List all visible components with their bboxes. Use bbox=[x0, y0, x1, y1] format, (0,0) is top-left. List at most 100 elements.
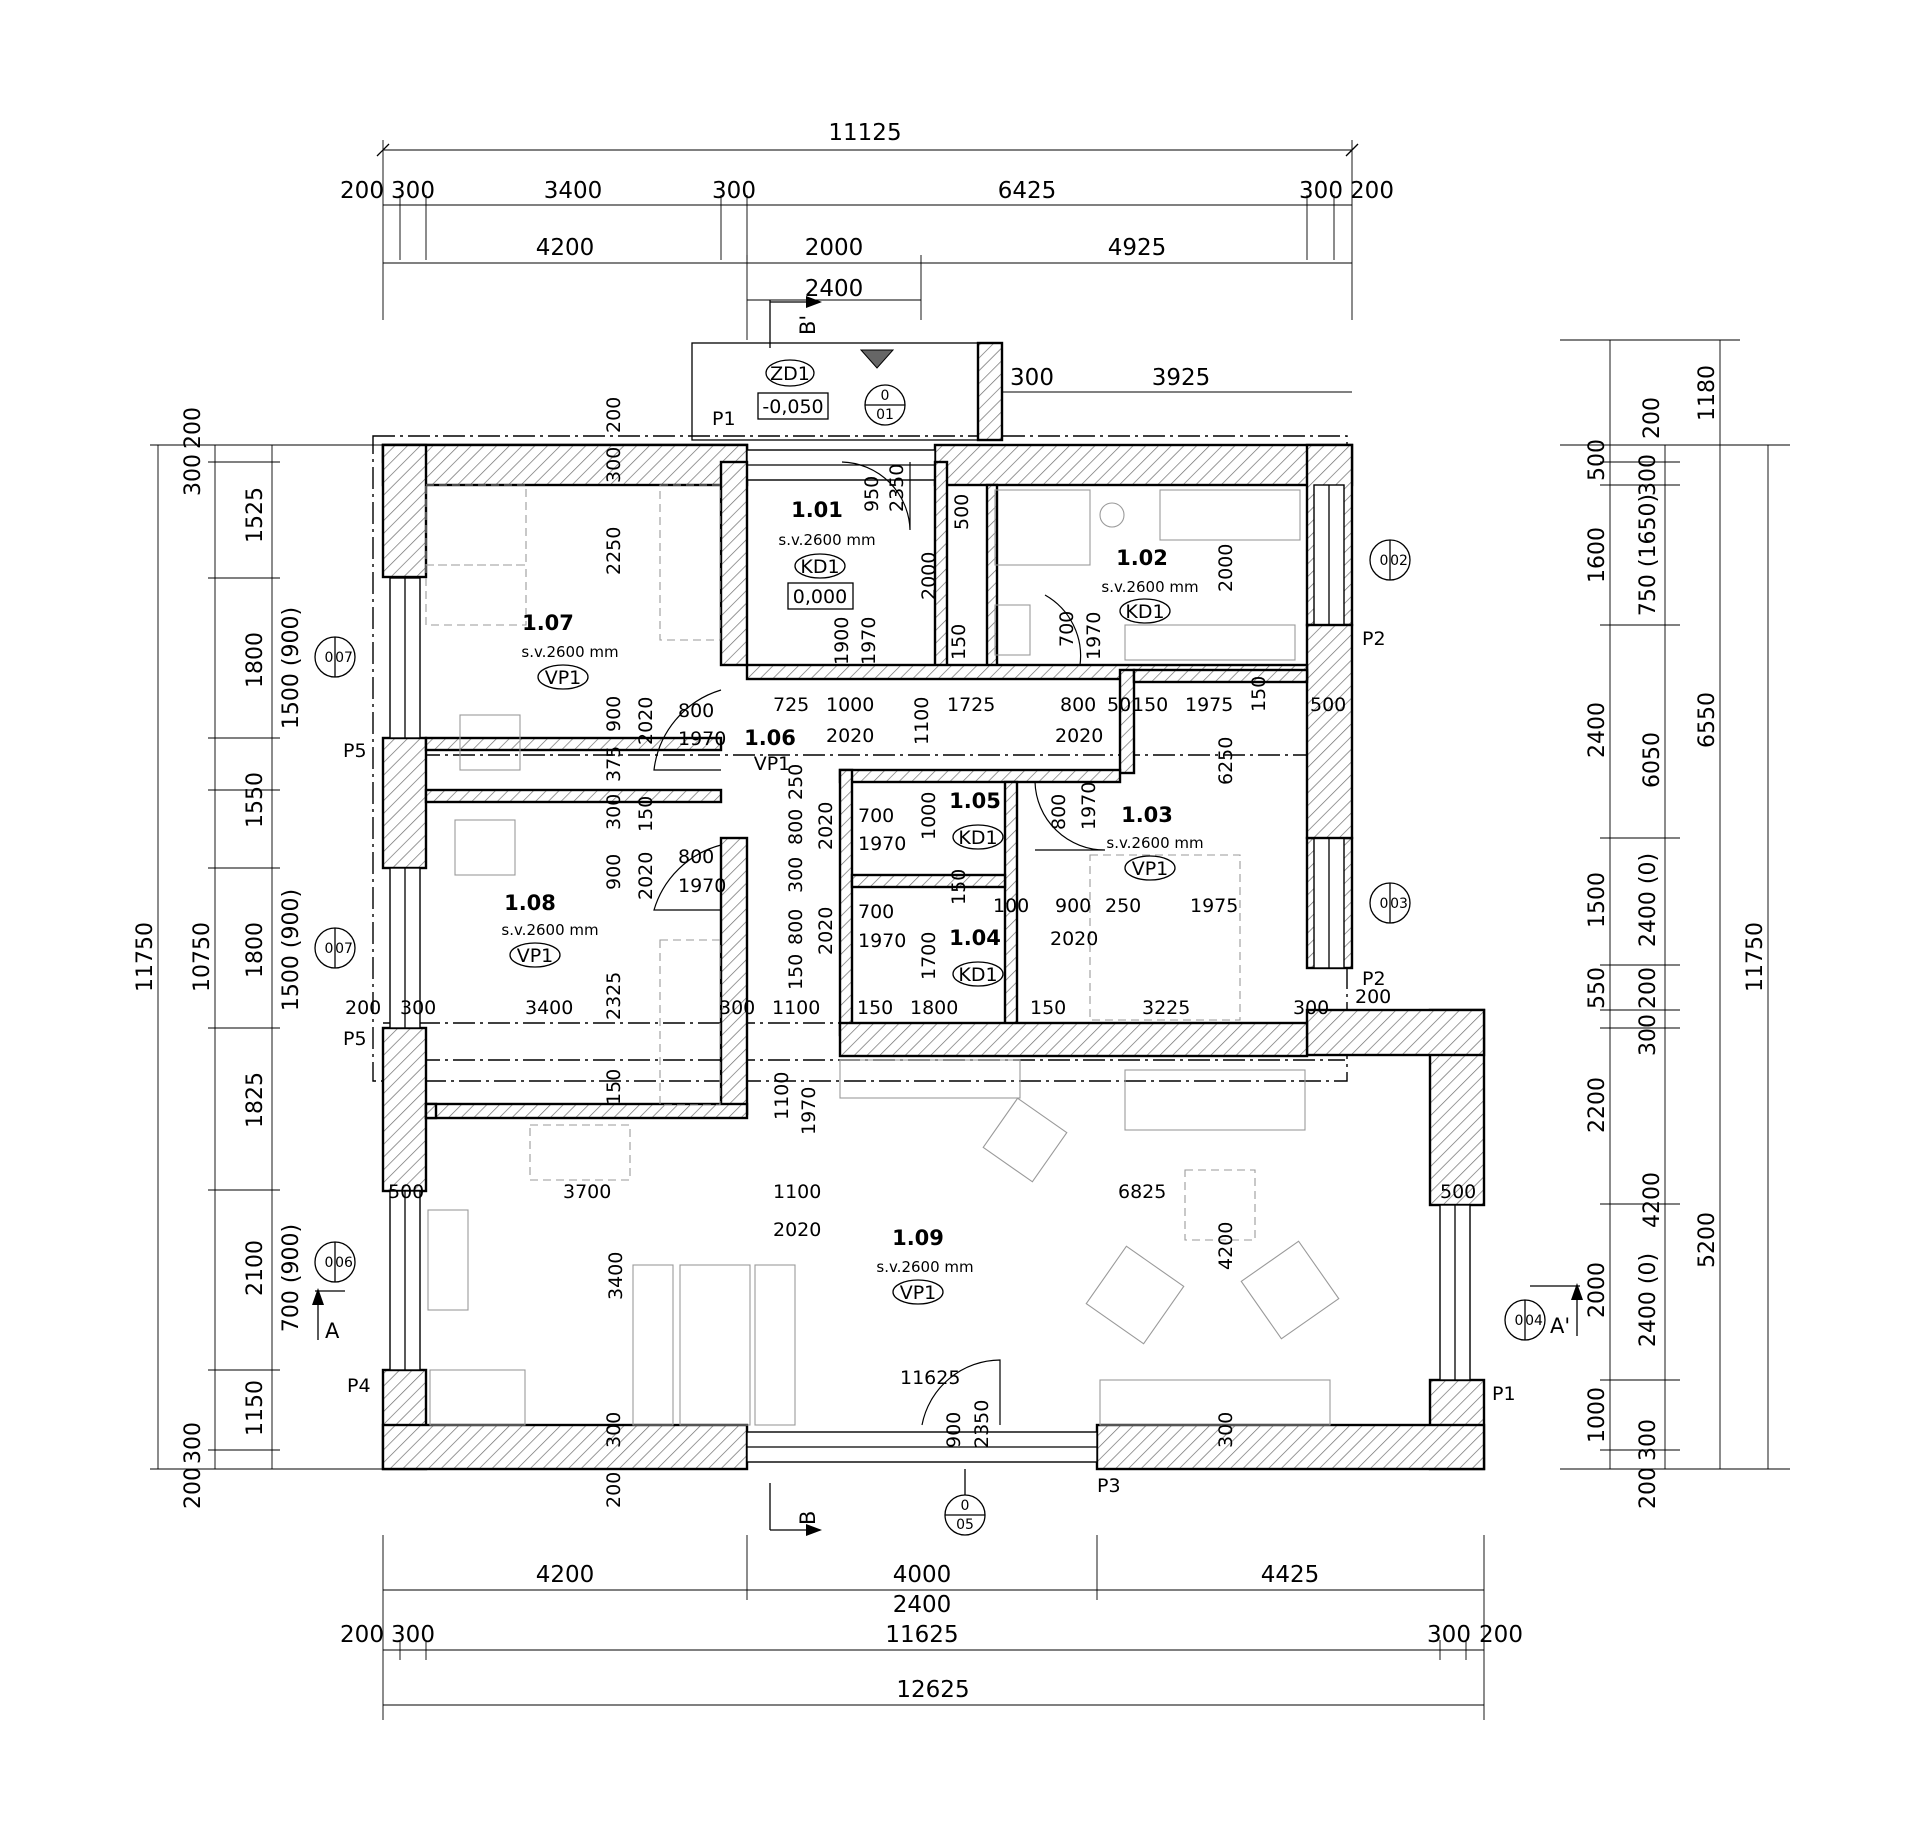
dim-right-200a: 200 bbox=[1640, 397, 1665, 439]
dim-int: 200 bbox=[603, 397, 625, 433]
dim-left-1150: 1150 bbox=[243, 1380, 268, 1436]
dim-int: 300 bbox=[1215, 1412, 1237, 1448]
dim-bottom-2400: 2400 bbox=[893, 1592, 952, 1618]
dim-left-1525: 1525 bbox=[243, 487, 268, 543]
bubble-bottom: 07 bbox=[335, 650, 353, 666]
dim-bottom-300a: 300 bbox=[391, 1622, 435, 1648]
dim-bottom-200a: 200 bbox=[340, 1622, 384, 1648]
dim-left-2100: 2100 bbox=[243, 1240, 268, 1296]
bubble-bottom: 06 bbox=[335, 1255, 353, 1271]
dim-int: 2020 bbox=[635, 697, 657, 745]
dim-bottom-overall: 12625 bbox=[896, 1677, 969, 1703]
entrance-level: -0,050 bbox=[762, 396, 823, 418]
window-bubble-06: 0 06 bbox=[314, 1241, 356, 1283]
dim-int: 700 bbox=[858, 901, 894, 923]
dim-right-1000: 1000 bbox=[1585, 1387, 1610, 1443]
sill-tag-p2b: P2 bbox=[1362, 968, 1386, 990]
dim-int: 2350 bbox=[971, 1400, 993, 1448]
dim-right-500: 500 bbox=[1585, 439, 1610, 481]
dim-int: 150 bbox=[1030, 997, 1066, 1019]
section-label-a2: A' bbox=[1550, 1314, 1570, 1338]
dim-int: 100 bbox=[993, 895, 1029, 917]
dim-int: 900 bbox=[603, 854, 625, 890]
dim-int: 1000 bbox=[918, 792, 940, 840]
room-number: 1.09 bbox=[892, 1226, 944, 1250]
bubble-bottom: 03 bbox=[1390, 896, 1408, 912]
dim-int: 4200 bbox=[1215, 1222, 1237, 1270]
dim-int: 500 bbox=[1440, 1181, 1476, 1203]
dim-int: 900 bbox=[1055, 895, 1091, 917]
dim-int: 150 bbox=[857, 997, 893, 1019]
room-1-03: 1.03 s.v.2600 mm VP1 bbox=[1106, 803, 1204, 881]
dim-int: 250 bbox=[1105, 895, 1141, 917]
dim-int: 3400 bbox=[525, 997, 573, 1019]
dim-int: 6825 bbox=[1118, 1181, 1166, 1203]
dim-int: 1975 bbox=[1190, 895, 1238, 917]
dim-int: 1100 bbox=[911, 697, 933, 745]
window-bubble-02: 0 02 bbox=[1369, 539, 1411, 581]
dim-right-1600: 1600 bbox=[1585, 527, 1610, 583]
dim-top-4925: 4925 bbox=[1108, 235, 1167, 261]
sill-tag-p1-top: P1 bbox=[712, 408, 736, 430]
sill-tag-p2a: P2 bbox=[1362, 628, 1386, 650]
room-1-07: 1.07 s.v.2600 mm VP1 bbox=[521, 611, 619, 690]
bottom-dimensions: 4200 4000 4425 2400 200 300 11625 300 20… bbox=[340, 1535, 1523, 1720]
dim-left-300-bot: 300 bbox=[181, 1422, 206, 1464]
dim-right-300a: 300 bbox=[1636, 454, 1661, 496]
room-height: s.v.2600 mm bbox=[1101, 578, 1198, 596]
room-floor-tag: KD1 bbox=[800, 556, 839, 578]
bubble-bottom: 04 bbox=[1525, 1313, 1543, 1329]
sill-tag-p5b: P5 bbox=[343, 1028, 367, 1050]
dim-right-1500: 1500 bbox=[1585, 872, 1610, 928]
dim-int: 300 bbox=[1293, 997, 1329, 1019]
dim-right-5200: 5200 bbox=[1695, 1212, 1720, 1268]
room-height: s.v.2600 mm bbox=[1106, 834, 1203, 852]
dim-right-2400c: 2400 (0) bbox=[1636, 1253, 1661, 1347]
dim-int: 300 bbox=[785, 857, 807, 893]
dim-int: 1100 bbox=[773, 1181, 821, 1203]
dim-int: 2020 bbox=[815, 907, 837, 955]
dim-bottom-11625: 11625 bbox=[885, 1622, 958, 1648]
dim-left-10750: 10750 bbox=[190, 922, 215, 992]
dim-left-700: 700 (900) bbox=[279, 1224, 304, 1332]
dim-right-200c: 200 bbox=[1636, 1467, 1661, 1509]
dim-int: 2000 bbox=[918, 552, 940, 600]
dim-left-1800a: 1800 bbox=[243, 632, 268, 688]
dim-int: 200 bbox=[1355, 986, 1391, 1008]
dim-right-1180a: 1180 bbox=[1695, 365, 1720, 421]
dim-right-2200: 2200 bbox=[1585, 1077, 1610, 1133]
dim-int: 300 bbox=[603, 1412, 625, 1448]
dim-int: 900 bbox=[603, 696, 625, 732]
dim-int: 500 bbox=[951, 494, 973, 530]
dim-int: 2350 bbox=[886, 464, 908, 512]
dim-top-300c: 300 bbox=[1299, 178, 1343, 204]
dim-int: 500 bbox=[388, 1181, 424, 1203]
dim-int: 375 bbox=[603, 746, 625, 782]
dim-top-2000: 2000 bbox=[805, 235, 864, 261]
dim-left-1500b: 1500 (900) bbox=[279, 889, 304, 1011]
dim-int: 3225 bbox=[1142, 997, 1190, 1019]
sill-tag-p4: P4 bbox=[347, 1375, 371, 1397]
dim-int: 300 bbox=[719, 997, 755, 1019]
dim-int: 1970 bbox=[858, 930, 906, 952]
dim-int: 1800 bbox=[910, 997, 958, 1019]
dim-left-200-bot: 200 bbox=[181, 1467, 206, 1509]
dim-int: 500 bbox=[1310, 694, 1346, 716]
dim-left-1825: 1825 bbox=[243, 1072, 268, 1128]
bubble-top: 0 bbox=[325, 941, 334, 957]
furniture bbox=[425, 484, 1340, 1426]
dim-int: 800 bbox=[678, 846, 714, 868]
dim-int: 900 bbox=[943, 1412, 965, 1448]
room-number: 1.01 bbox=[791, 498, 843, 522]
top-dimensions: 11125 200 300 3400 300 6425 300 200 4200… bbox=[340, 120, 1394, 393]
bubble-top: 0 bbox=[881, 388, 890, 404]
sill-tag-p1: P1 bbox=[1492, 1383, 1516, 1405]
dim-top-300b: 300 bbox=[712, 178, 756, 204]
dim-right-4200: 4200 bbox=[1640, 1172, 1665, 1228]
dim-int: 950 bbox=[861, 476, 883, 512]
dim-int: 800 bbox=[1060, 694, 1096, 716]
room-floor-tag: VP1 bbox=[1132, 858, 1169, 880]
dim-int: 800 bbox=[1048, 794, 1070, 830]
dim-int: 1970 bbox=[678, 728, 726, 750]
room-height: s.v.2600 mm bbox=[521, 643, 618, 661]
